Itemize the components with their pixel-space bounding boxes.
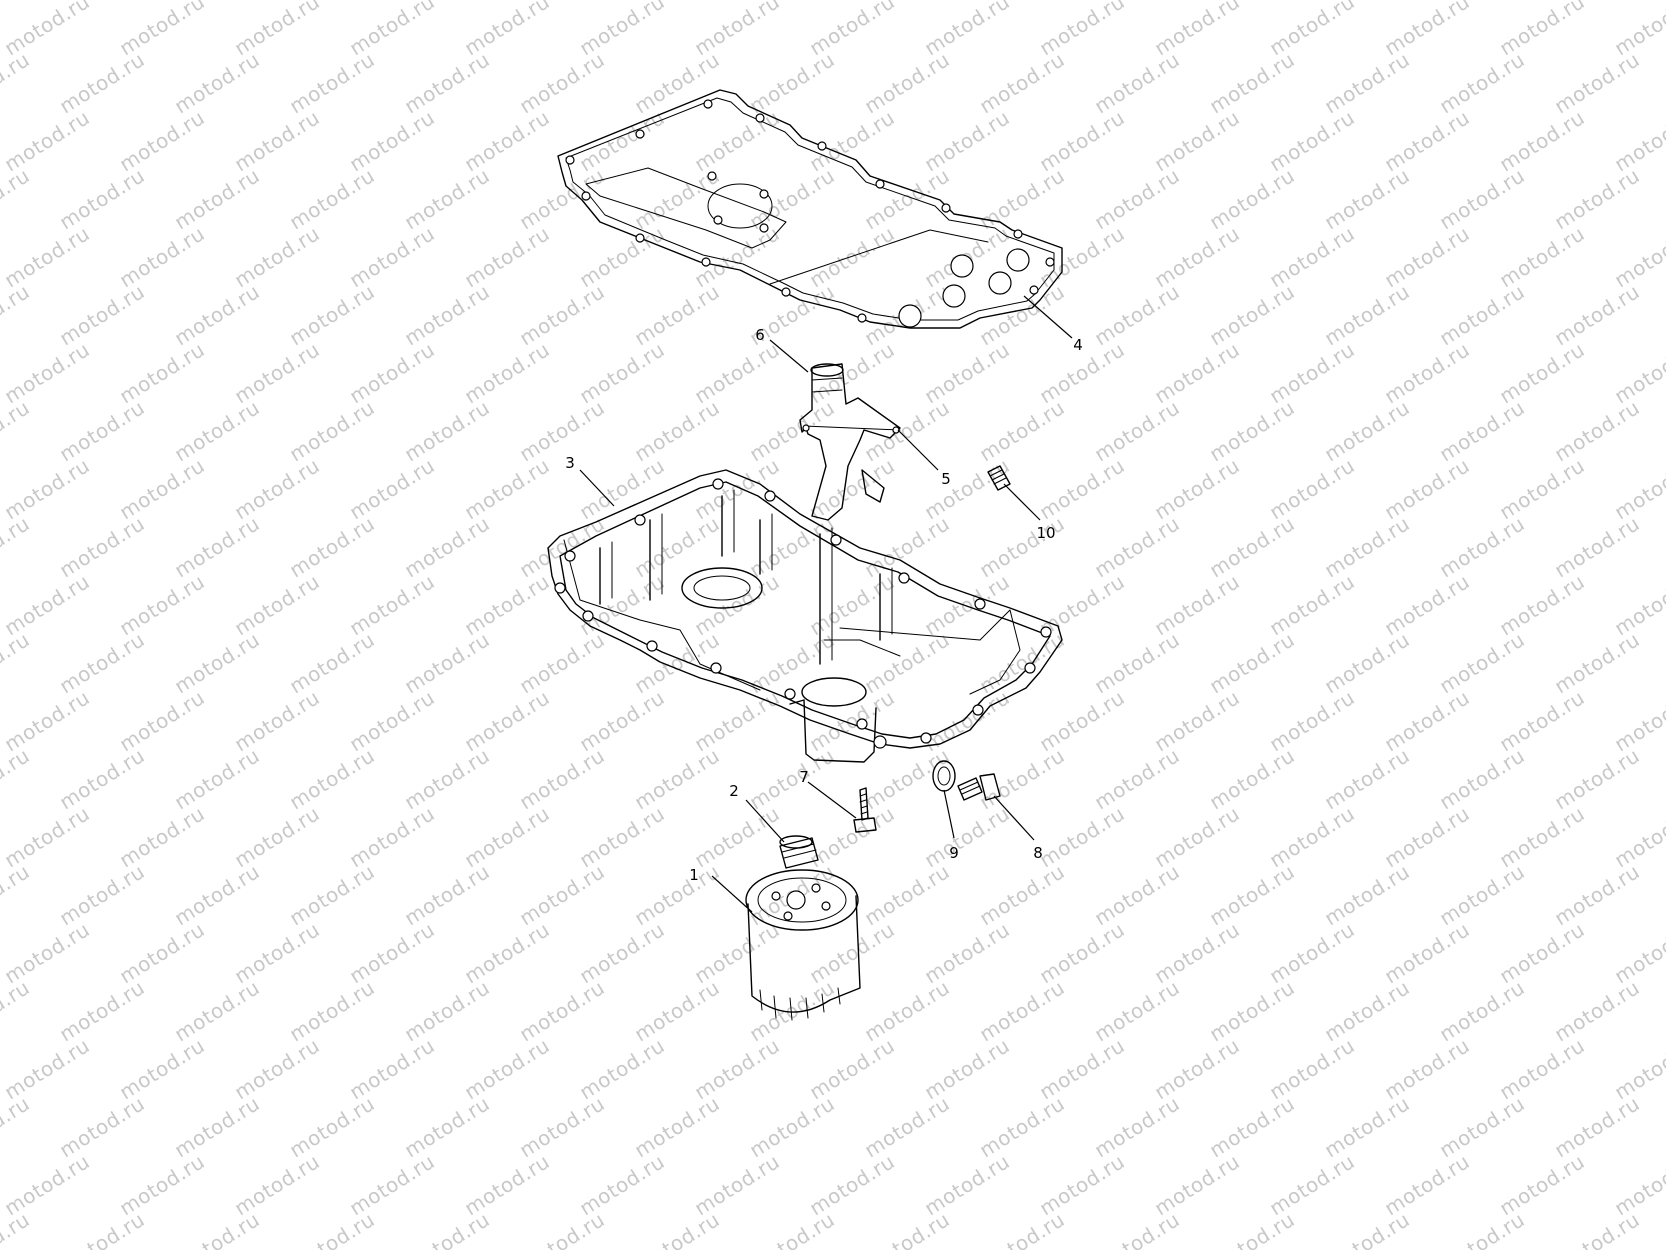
bolt: [853, 787, 877, 833]
callout-1: 1: [689, 866, 699, 884]
callout-4: 4: [1073, 336, 1083, 354]
callout-7: 7: [799, 768, 809, 786]
callout-labels: 1 2 3 4 5 6 7 8 9 10: [565, 326, 1083, 884]
leader-6: [769, 339, 809, 373]
callout-2: 2: [729, 782, 739, 800]
leader-10: [1003, 483, 1041, 521]
callout-5: 5: [941, 470, 951, 488]
drain-plug: [957, 773, 1001, 801]
callout-10: 10: [1036, 524, 1055, 542]
leader-1: [711, 875, 753, 913]
oil-pan-gasket: [557, 89, 1063, 329]
callout-8: 8: [1033, 844, 1043, 862]
leader-8: [993, 795, 1035, 841]
leader-9: [943, 789, 955, 839]
dowel-pin: [987, 465, 1011, 491]
filter-adaptor: [779, 835, 819, 869]
leader-5: [897, 429, 939, 471]
oil-strainer: [799, 363, 901, 521]
callout-9: 9: [949, 844, 959, 862]
callout-3: 3: [565, 454, 575, 472]
leader-4: [1023, 295, 1073, 339]
leader-2: [745, 799, 785, 843]
sealing-washer: [932, 760, 956, 792]
leader-3: [579, 469, 615, 507]
callout-6: 6: [755, 326, 765, 344]
oil-pan: [547, 469, 1063, 763]
oil-filter: [745, 869, 861, 1021]
leader-7: [807, 781, 857, 819]
leader-lines: [579, 295, 1073, 913]
